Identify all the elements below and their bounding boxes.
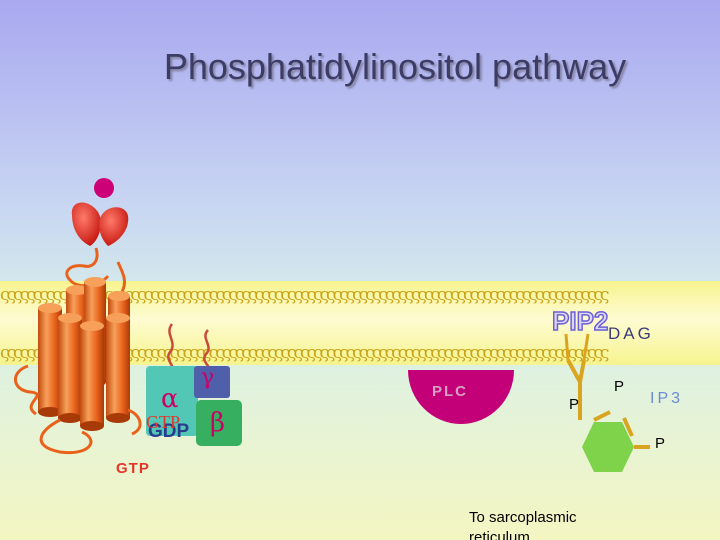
receptor-loop-inner-2 (127, 408, 142, 436)
gtp-on-alpha-label: GTP (146, 412, 181, 432)
lipid-heads-outer: ςςςςςςςςςςςςςςςςςςςςςςςςςςςςςςςςςςςςςςςς… (0, 285, 609, 305)
gamma-lipid-anchor (203, 329, 211, 371)
gamma-label: γ (201, 365, 215, 390)
alpha-lipid-anchor (167, 323, 175, 373)
dag-label: DAG (608, 324, 654, 343)
pip2-glycerol (566, 359, 586, 388)
lipid-heads-inner: ςςςςςςςςςςςςςςςςςςςςςςςςςςςςςςςςςςςςςςςς… (0, 343, 609, 363)
g-alpha-subunit (146, 366, 198, 436)
receptor-loop-outer-2 (116, 261, 126, 293)
gtp-free-label: GTP (116, 460, 150, 477)
ligand-icon (94, 178, 114, 198)
receptor-loop-inner (39, 418, 93, 455)
beta-label: β (210, 408, 226, 438)
g-beta-subunit (196, 400, 242, 446)
phosphate-label-2: P (614, 378, 625, 395)
receptor-helices-icon (38, 277, 130, 431)
receptor-tail (14, 364, 39, 416)
g-gamma-subunit (194, 366, 230, 398)
sarcoplasmic-reticulum-label: To sarcoplasmic reticulum (469, 509, 577, 540)
pip2-label: PIP2 (551, 305, 609, 337)
alpha-label: α (161, 384, 179, 414)
plc-enzyme (408, 370, 514, 424)
gdp-label: GDP (148, 421, 190, 442)
ip3-inositol-ring-icon (582, 422, 634, 472)
ip3-bonds (593, 410, 634, 437)
phosphate-label-3: P (655, 435, 666, 452)
ip3-label: IP3 (650, 390, 684, 407)
pip2-tails (564, 333, 590, 361)
receptor-binding-site-icon (71, 202, 129, 246)
plc-label: PLC (432, 383, 468, 400)
slide-title: Phosphatidylinositol pathway (163, 46, 627, 87)
phosphate-label-1: P (569, 396, 580, 413)
